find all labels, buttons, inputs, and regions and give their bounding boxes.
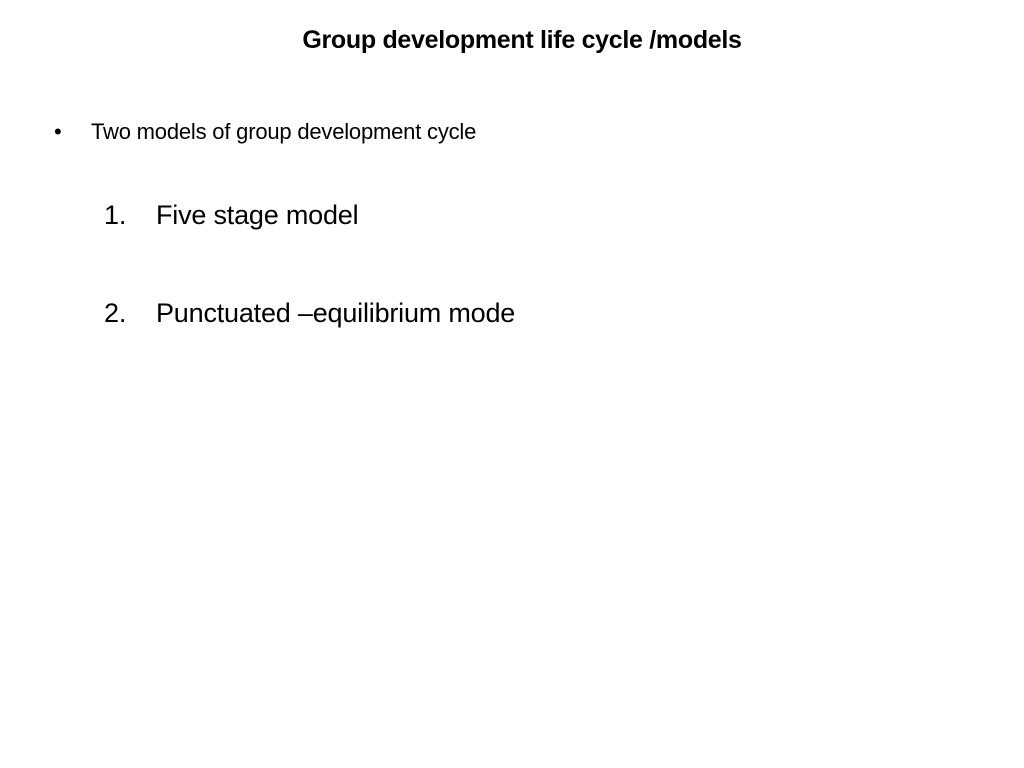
- numbered-item-text: Punctuated –equilibrium mode: [156, 297, 516, 328]
- bullet-item: • Two models of group development cycle: [54, 116, 476, 148]
- numbered-item-2: 2. Punctuated –equilibrium mode: [104, 293, 515, 333]
- bullet-marker: •: [54, 119, 62, 144]
- numbered-item-number: 1.: [104, 199, 127, 230]
- bullet-text: Two models of group development cycle: [91, 119, 477, 144]
- numbered-item-1: 1. Five stage model: [104, 195, 359, 235]
- numbered-item-number: 2.: [104, 297, 127, 328]
- numbered-item-text: Five stage model: [156, 199, 359, 230]
- slide-title: Group development life cycle /models: [302, 26, 742, 54]
